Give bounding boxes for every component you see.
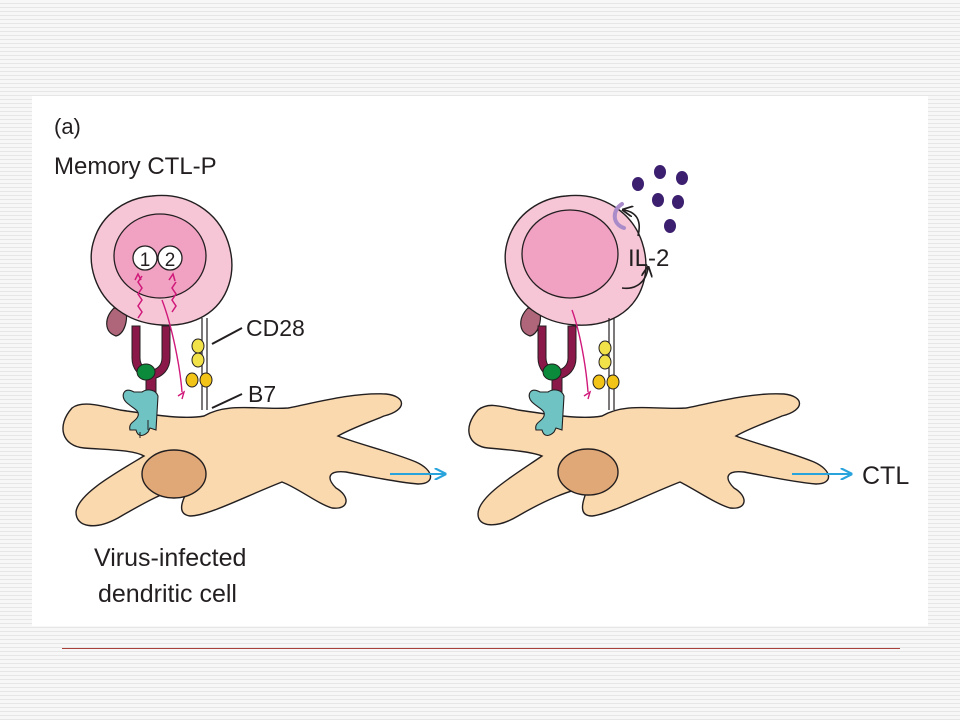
il2-molecule bbox=[632, 177, 644, 191]
antigen-right bbox=[542, 363, 562, 381]
left-panel: 1 2 (a) Memory CTL-P CD28 B7 Virus-infec… bbox=[54, 114, 432, 608]
cd28-bead-2-right bbox=[598, 354, 612, 370]
costim-signal-line-right bbox=[571, 309, 589, 393]
il2-receptor-arc bbox=[612, 202, 626, 230]
il2-molecule bbox=[664, 219, 676, 233]
cd28-bead-1-right bbox=[598, 340, 612, 356]
mhc-right bbox=[528, 389, 565, 437]
b7-bead-1-left bbox=[185, 372, 199, 388]
cd4-stub-left bbox=[106, 307, 128, 337]
il2-molecule bbox=[654, 165, 666, 179]
b7-bead-2-right bbox=[606, 374, 620, 390]
tcr-right bbox=[537, 325, 577, 393]
cd28-bead-2-left bbox=[191, 352, 205, 368]
signal-1-circle bbox=[132, 245, 158, 271]
tcr-left bbox=[131, 325, 171, 393]
costim-signal-tip-left bbox=[177, 390, 186, 400]
ctl-nucleus-right bbox=[521, 209, 619, 299]
dendritic-cell-right bbox=[468, 393, 830, 526]
dc-nucleus-left bbox=[141, 449, 207, 499]
b7-bead-2-left bbox=[199, 372, 213, 388]
cd4-stub-right bbox=[520, 307, 542, 337]
b7-bead-1-right bbox=[592, 374, 606, 390]
cell-title: Memory CTL-P bbox=[54, 153, 217, 180]
footer-rule bbox=[62, 648, 900, 649]
signal-2-circle bbox=[157, 245, 183, 271]
mhc-anchor-left bbox=[139, 420, 149, 438]
dc-label-line2: dendritic cell bbox=[98, 580, 237, 608]
signal-squiggle-1 bbox=[134, 272, 143, 319]
costim-signal-line-left bbox=[161, 299, 183, 393]
dc-label-line1: Virus-infected bbox=[94, 544, 246, 572]
ctl-activation-diagram: 1 2 (a) Memory CTL-P CD28 B7 Virus-infec… bbox=[54, 114, 909, 608]
signal-1-label: 1 bbox=[140, 250, 151, 271]
il2-label: IL-2 bbox=[628, 245, 669, 272]
dendritic-cell-left bbox=[62, 393, 432, 527]
il2-molecule bbox=[652, 193, 664, 207]
b7-leader bbox=[211, 393, 243, 409]
antigen-left bbox=[136, 363, 156, 381]
signal-2-label: 2 bbox=[165, 250, 176, 271]
il2-molecule bbox=[672, 195, 684, 209]
cd28-leader bbox=[211, 327, 243, 345]
costim-signal-tip-right bbox=[583, 390, 592, 400]
b7-label: B7 bbox=[248, 381, 276, 407]
il2-secretion-arrow bbox=[621, 268, 648, 290]
panel-label: (a) bbox=[54, 114, 81, 139]
cd28-bead-1-left bbox=[191, 338, 205, 354]
signal-squiggle-2 bbox=[168, 272, 177, 313]
il2-binding-arrow bbox=[624, 210, 640, 237]
right-panel: IL-2 bbox=[468, 165, 830, 526]
il2-molecule bbox=[676, 171, 688, 185]
slide-panel: 1 2 (a) Memory CTL-P CD28 B7 Virus-infec… bbox=[32, 96, 928, 626]
mhc-left bbox=[122, 389, 159, 437]
cd28-label: CD28 bbox=[246, 315, 305, 341]
dc-nucleus-right bbox=[557, 448, 619, 496]
result-label: CTL bbox=[862, 462, 909, 490]
